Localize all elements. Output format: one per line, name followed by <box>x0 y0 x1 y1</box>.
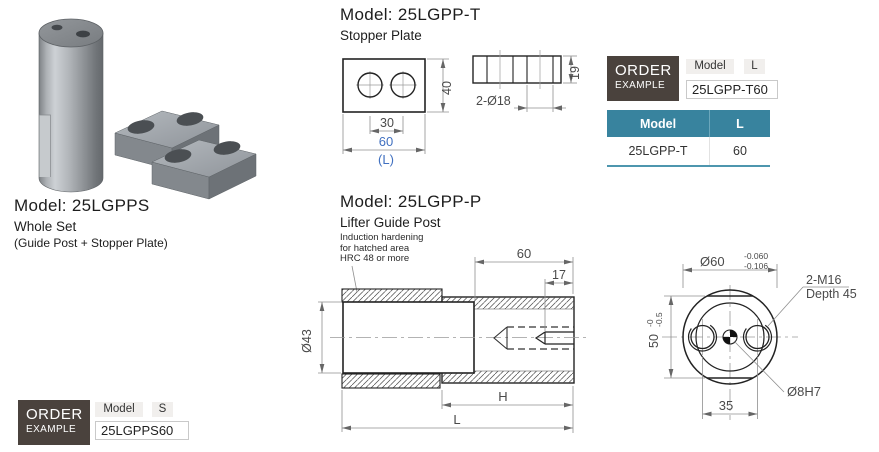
dim-L-blue: (L) <box>378 152 394 167</box>
order-top-suffix-label: L <box>744 59 765 74</box>
dim-60: 60 <box>517 246 531 261</box>
dim-17: 17 <box>552 268 566 282</box>
flat-tol-upper: -0 <box>645 319 655 327</box>
m16-tapped-hole <box>493 326 574 350</box>
order-word: ORDER <box>615 62 672 79</box>
m16-hole-right <box>742 319 773 355</box>
stopper-plate-render <box>151 139 257 200</box>
dim-60-blue: 60 <box>379 134 393 149</box>
order-top-model-label: Model <box>686 59 734 74</box>
spec-table: Model L 25LGPP-T 60 <box>607 110 770 167</box>
spec-table-cell-l: 60 <box>709 137 770 166</box>
outer-circle <box>682 289 778 385</box>
dim-35: 35 <box>719 398 733 413</box>
stopper-hole <box>357 72 383 98</box>
dim-dia43: Ø43 <box>300 329 314 353</box>
post-end-view: Ø60 -0.060 -0.106 50 -0 -0.5 2-M16 Depth… <box>645 251 857 420</box>
note-leader <box>351 265 358 293</box>
dia60-tol-upper: -0.060 <box>744 251 768 261</box>
product-title: Model: 25LGPPS <box>14 196 150 215</box>
center-hole-callout: Ø8H7 <box>787 384 821 399</box>
plate-hole <box>164 149 192 163</box>
plate-hole <box>127 120 155 134</box>
hardened-band <box>442 297 574 309</box>
dim-L: L <box>453 412 460 427</box>
order-bottom-model-label: Model <box>95 402 143 417</box>
stopper-front-view: 40 30 60 (L) <box>342 58 454 167</box>
post-top-hole <box>51 24 63 31</box>
post-title: Model: 25LGPP-P <box>340 192 482 211</box>
shank-circle <box>695 302 765 372</box>
hardening-note-line: HRC 48 or more <box>340 253 410 264</box>
hardened-band <box>341 288 443 303</box>
plate-hole <box>213 141 241 155</box>
example-word: EXAMPLE <box>26 424 77 435</box>
dia60-tol-lower: -0.106 <box>744 261 768 271</box>
example-word: EXAMPLE <box>615 80 666 91</box>
hardening-note: Induction hardening for hatched area HRC… <box>340 232 424 265</box>
hardened-band <box>442 371 574 383</box>
spec-table-header-row: Model L <box>607 110 770 137</box>
order-bottom-suffix-label: S <box>152 402 173 417</box>
center-hole-leader <box>733 340 785 393</box>
dim-2-d18: 2-Ø18 <box>476 94 511 108</box>
stopper-subtitle: Stopper Plate <box>340 28 422 43</box>
spec-table-header-model: Model <box>607 110 710 137</box>
center-hole-side <box>534 331 574 345</box>
product-photo <box>38 18 257 200</box>
stopper-side-view: 19 2-Ø18 <box>472 50 582 112</box>
order-example-top: ORDER EXAMPLE <box>607 56 679 101</box>
dim-40: 40 <box>440 81 454 95</box>
thread-callout: 2-M16 <box>806 273 841 287</box>
center-hole-symbol <box>722 329 738 345</box>
product-subtitle-2: (Guide Post + Stopper Plate) <box>14 236 168 250</box>
m16-hole-left <box>687 319 718 355</box>
spec-table-cell-model: 25LGPP-T <box>607 137 710 166</box>
spec-table-header-l: L <box>709 110 770 137</box>
post-side-view: 60 17 Ø43 H L <box>300 246 588 433</box>
hardening-note-line: Induction hardening <box>340 232 424 243</box>
guide-post-drawing: 60 17 Ø43 H L <box>300 246 857 433</box>
thread-depth: Depth 45 <box>806 287 857 301</box>
dim-50: 50 <box>647 334 661 348</box>
order-word: ORDER <box>26 406 83 423</box>
hardening-note-line: for hatched area <box>340 242 410 254</box>
stopper-heading: Model: 25LGPP-T Stopper Plate <box>340 5 481 43</box>
plate-hole <box>176 112 204 126</box>
post-heading: Model: 25LGPP-P Lifter Guide Post <box>340 192 482 230</box>
dim-19: 19 <box>568 66 582 80</box>
spec-table-row: 25LGPP-T 60 <box>607 137 770 166</box>
thread-leader <box>767 286 804 327</box>
post-top-hole <box>76 30 90 38</box>
stopper-hole <box>390 72 416 98</box>
dim-H: H <box>498 389 507 404</box>
post-subtitle: Lifter Guide Post <box>340 215 441 230</box>
product-subtitle: Whole Set <box>14 219 77 234</box>
dim-30: 30 <box>380 116 394 130</box>
flat-tol-lower: -0.5 <box>654 312 664 327</box>
order-example-bottom: ORDER EXAMPLE <box>18 400 90 445</box>
dim-dia60: Ø60 <box>700 254 725 269</box>
dim-50-group: 50 -0 -0.5 <box>645 312 664 348</box>
stopper-title: Model: 25LGPP-T <box>340 5 481 24</box>
order-top-value: 25LGPP-T60 <box>686 80 778 99</box>
product-caption: Model: 25LGPPS Whole Set (Guide Post + S… <box>14 196 168 250</box>
hardened-band <box>341 373 441 389</box>
cylinder-notch <box>39 115 51 177</box>
stopper-plate-drawing: 40 30 60 (L) 19 2-Ø18 <box>342 50 582 167</box>
guide-post-render <box>38 18 104 193</box>
order-bottom-value: 25LGPPS60 <box>95 421 189 440</box>
